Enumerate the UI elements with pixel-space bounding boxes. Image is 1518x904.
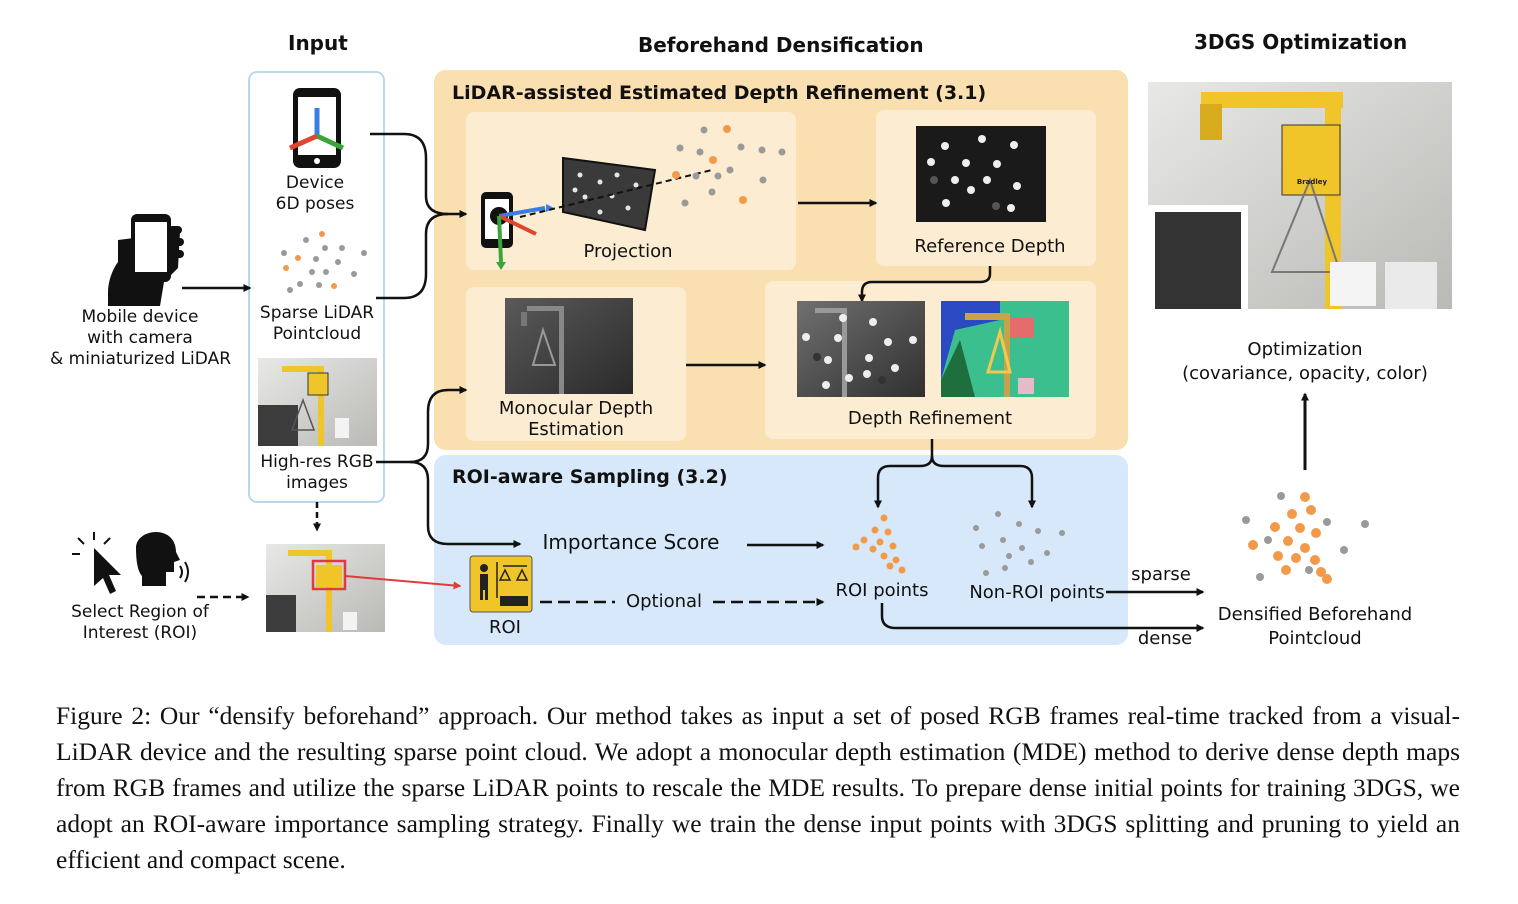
- header-densification: Beforehand Densification: [638, 33, 924, 57]
- roi-points-cluster: [852, 514, 906, 574]
- phone-axes-icon: [288, 88, 345, 168]
- projection-point-cloud: [672, 125, 786, 207]
- dense-label: dense: [1137, 628, 1193, 649]
- optional-label: Optional: [625, 591, 703, 612]
- refined-depth-image: [797, 301, 925, 397]
- sparse-lidar-cloud: [281, 231, 367, 293]
- projection-label: Projection: [583, 241, 673, 262]
- non-roi-points-cluster: [973, 511, 1065, 576]
- optimized-scene-photo: [1148, 82, 1452, 309]
- importance-score-label: Importance Score: [542, 530, 720, 554]
- sparse-label: sparse: [1131, 564, 1191, 585]
- depth-refinement-label: Depth Refinement: [847, 408, 1013, 429]
- hand-phone-icon: [108, 214, 184, 306]
- refinement-title: LiDAR-assisted Estimated Depth Refinemen…: [452, 82, 987, 104]
- figure-caption: Figure 2: Our “densify beforehand” appro…: [56, 701, 1460, 874]
- reference-depth-image: [916, 126, 1046, 222]
- image-plane: [562, 156, 657, 232]
- speaking-head-icon: [136, 532, 189, 586]
- roi-sign-icon: [469, 555, 533, 613]
- non-roi-points-label: Non-ROI points: [969, 582, 1105, 603]
- header-input: Input: [288, 31, 348, 55]
- rgb-image-thumbnail: [258, 358, 377, 446]
- cursor-click-icon: [72, 532, 121, 594]
- diagram-canvas: [72, 70, 1452, 645]
- monocular-depth-image: [505, 298, 633, 394]
- projection-phone-icon: [481, 192, 554, 270]
- sampling-panel: [434, 455, 1128, 645]
- sign-text: Bradley: [1296, 178, 1328, 186]
- segmentation-image: [941, 301, 1069, 397]
- roi-label: ROI: [489, 617, 521, 638]
- header-optimization: 3DGS Optimization: [1194, 30, 1408, 54]
- reference-depth-label: Reference Depth: [914, 236, 1066, 257]
- sampling-title: ROI-aware Sampling (3.2): [452, 466, 728, 488]
- figure: Input Beforehand Densification 3DGS Opti…: [50, 30, 1452, 649]
- densified-pointcloud: [1242, 492, 1369, 584]
- optimization-label: Optimization(covariance, opacity, color): [1182, 339, 1428, 384]
- roi-selection-image: [266, 544, 385, 632]
- roi-points-label: ROI points: [835, 580, 929, 601]
